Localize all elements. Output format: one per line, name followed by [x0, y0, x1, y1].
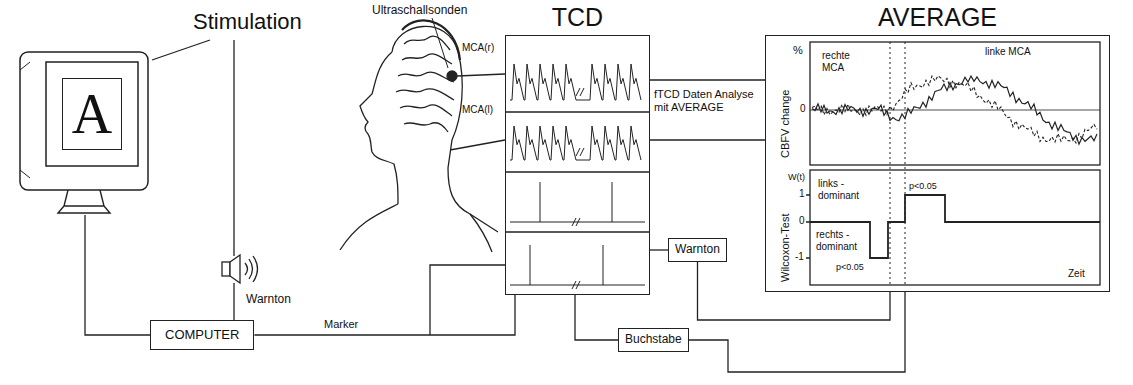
marker-line: [890, 42, 905, 285]
probe-label: Ultraschallsonden: [372, 3, 467, 17]
computer-box: COMPUTER: [150, 320, 254, 350]
connector: [254, 295, 515, 335]
marker-trace: [510, 245, 645, 285]
panel-title: TCD: [506, 3, 649, 32]
connector: [650, 79, 765, 80]
panel-title: AVERAGE: [766, 3, 1109, 32]
monitor-body: [20, 52, 148, 190]
connector: [650, 249, 668, 250]
cbfv-curves: [812, 76, 1097, 144]
box-label: COMPUTER: [165, 327, 239, 342]
signal-traces: [510, 64, 645, 289]
significance-label: p<0.05: [836, 262, 864, 273]
mca-trace: [510, 126, 641, 160]
monitor-side: [20, 62, 30, 178]
curve-label: linke MCA: [985, 46, 1031, 58]
connector: [689, 292, 905, 372]
head-illustration: [340, 18, 505, 335]
marker-trace: [510, 182, 645, 222]
axis-tick-label: 0: [799, 215, 805, 227]
buchstabe-box: Buchstabe: [618, 328, 689, 352]
connector: [575, 295, 618, 340]
connector-label: Marker: [322, 318, 360, 331]
axis-tick-label: 0: [800, 103, 806, 115]
axis-tick-label: 1: [799, 188, 805, 200]
leader-line: [233, 40, 234, 256]
tcd-panel: TCD: [505, 35, 650, 295]
connector-label: fTCD Daten Analyse mit AVERAGE: [652, 88, 756, 114]
connector: [85, 215, 150, 335]
monitor-stand: [58, 190, 110, 213]
plot-frame: [810, 170, 1100, 285]
group-label: Stimulation: [193, 10, 302, 34]
axis-tick: [806, 195, 810, 258]
signal-label: MCA(r): [462, 42, 494, 54]
box-label: Buchstabe: [625, 332, 682, 346]
axis-unit: W(t): [788, 172, 805, 183]
average-panel: AVERAGE: [765, 35, 1110, 292]
axis-tick-label: -1: [795, 251, 804, 263]
monitor: A: [18, 50, 150, 215]
axis-unit: %: [793, 44, 803, 57]
signal-label: MCA(l): [462, 104, 493, 116]
warnton-box: Warnton: [668, 238, 727, 262]
box-label: Warnton: [675, 242, 720, 256]
left-mca-curve: [812, 76, 1097, 144]
zero-line: [810, 110, 1100, 111]
wilcoxon-step: [810, 195, 1100, 258]
significance-label: p<0.05: [909, 181, 937, 192]
axis-title: Zeit: [1068, 268, 1085, 280]
device-label: Warnton: [246, 292, 291, 306]
speaker-symbol: [222, 255, 258, 320]
leader-line: [152, 40, 210, 60]
break-mark: [572, 88, 584, 289]
axis-title: CBFV change: [779, 90, 792, 158]
monitor-screen: [46, 62, 138, 166]
plot-frame: [810, 42, 1100, 165]
screen-letter: A: [62, 78, 122, 150]
region-label: rechts - dominant: [816, 229, 866, 253]
mca-trace: [510, 64, 641, 100]
region-label: links - dominant: [818, 178, 866, 202]
axis-title: Wilcoxon-Test: [779, 214, 792, 282]
data-line: [650, 139, 765, 140]
connector: [698, 262, 891, 320]
curve-label: rechte MCA: [822, 50, 864, 74]
row-separator: [505, 112, 650, 232]
